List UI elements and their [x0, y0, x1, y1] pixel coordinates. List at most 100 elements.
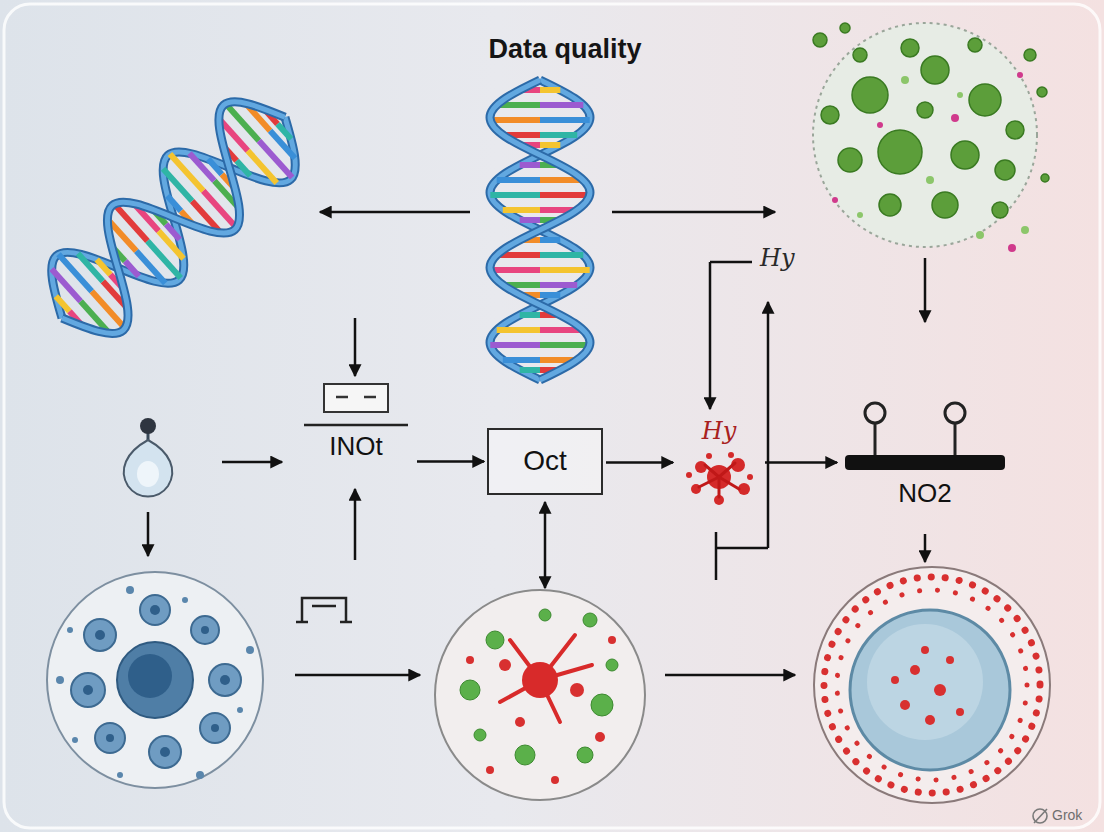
bracket-icon-part — [302, 598, 346, 622]
nucleus-cell-part-part — [934, 684, 946, 696]
green-cell-part-part — [992, 202, 1008, 218]
red-splat-part — [719, 463, 735, 477]
nucleus-cell — [814, 567, 1050, 803]
bulb-icon-part — [140, 418, 156, 434]
green-cell-part-part — [1041, 174, 1049, 182]
infected-cell-part — [466, 636, 616, 784]
nucleus-cell-part-part — [956, 708, 964, 716]
feedback-loop-part — [709, 262, 712, 409]
green-cell-part-part — [813, 33, 827, 47]
bulb-icon-part — [124, 440, 173, 497]
green-cell-part-part — [951, 141, 979, 169]
blue-cell-part-part — [201, 626, 209, 634]
green-cell-part-part — [901, 39, 919, 57]
infected-cell-part-part — [466, 656, 474, 664]
frame-border — [4, 4, 1100, 828]
red-splat — [686, 452, 753, 505]
red-splat-part — [728, 452, 734, 458]
blue-cell — [47, 572, 263, 788]
infected-cell-part-part — [606, 659, 618, 671]
flow-arrows-part — [354, 489, 357, 560]
nucleus-cell-part — [824, 577, 1040, 793]
bar-symbol-node: NO2 — [840, 395, 1010, 530]
infected-cell-part-part — [595, 732, 605, 742]
blue-cell-part-part — [126, 586, 134, 594]
bracket-icon-part — [340, 621, 352, 624]
blue-cell-part-part — [196, 771, 204, 779]
green-cell-part-part — [832, 197, 838, 203]
blue-cell-part-part — [71, 673, 105, 707]
green-cell-part-part — [968, 38, 982, 52]
splat-node: Hy — [676, 415, 762, 510]
green-cell-part-part — [1017, 72, 1023, 78]
infected-cell-part-part — [499, 659, 511, 671]
bracket-icon — [296, 598, 352, 622]
bulb-icon-part — [137, 461, 159, 487]
red-splat-part — [706, 453, 712, 459]
node-label: Hy — [702, 418, 737, 446]
node-label: Oct — [523, 445, 567, 477]
dash-mark — [364, 396, 376, 399]
infected-cell-part-part — [486, 631, 504, 649]
bracket-icon-part — [296, 621, 308, 624]
infected-cell-part-part — [539, 609, 551, 621]
nucleus-cell-part-part — [921, 646, 929, 654]
blue-cell-part — [47, 572, 263, 788]
green-cell-part-part — [821, 106, 839, 124]
lollipop-head — [945, 403, 965, 423]
green-cell-part-part — [901, 76, 909, 84]
flow-arrows-part — [924, 534, 927, 562]
infected-cell-part-part — [591, 694, 613, 716]
nucleus-cell-part — [837, 590, 1027, 780]
red-splat-part — [705, 465, 719, 477]
red-splat-part — [686, 472, 692, 478]
blue-cell-part-part — [220, 675, 230, 685]
nucleus-cell-part — [891, 646, 964, 725]
infected-cell — [435, 590, 645, 800]
watermark-logo-part — [1034, 809, 1047, 823]
infected-cell-part — [460, 609, 618, 765]
infected-cell-part-part — [515, 745, 535, 765]
green-cell-part-part — [838, 148, 862, 172]
process-box: Oct — [487, 428, 603, 495]
node-label: NO2 — [898, 479, 951, 509]
flow-arrow — [765, 461, 837, 464]
flow-arrows-part — [354, 318, 357, 376]
watermark-logo — [1033, 809, 1047, 823]
blue-cell-part-part — [160, 747, 170, 757]
blue-cell-part-part — [84, 619, 116, 651]
green-cell — [813, 23, 1049, 252]
dna-helix — [490, 80, 590, 380]
flow-arrows-part — [924, 258, 927, 322]
red-splat-part — [719, 477, 739, 489]
infected-cell-part-part — [583, 613, 597, 627]
infected-cell-part-part — [608, 636, 616, 644]
flow-arrows-part — [147, 512, 150, 556]
nucleus-cell-part-part — [900, 700, 910, 710]
blue-cell-part-part — [150, 605, 160, 615]
feedback-loop-part — [716, 547, 768, 550]
blue-cell-part — [83, 605, 230, 757]
lollipop-stem — [874, 423, 877, 455]
green-cell-part-part — [878, 130, 922, 174]
infected-cell-part-part — [515, 717, 525, 727]
flow-arrow — [606, 461, 673, 464]
loop-label: Hy — [760, 245, 795, 273]
blue-cell-part — [71, 595, 241, 768]
dash-mark — [336, 396, 348, 399]
flow-arrows-part — [612, 211, 775, 214]
blue-cell-part — [128, 654, 172, 698]
blue-cell-part-part — [191, 616, 219, 644]
green-cell-part-part — [995, 160, 1015, 180]
flow-arrow — [417, 460, 484, 463]
blue-cell-part-part — [140, 595, 170, 625]
bracket-icon-part — [312, 605, 336, 608]
blue-cell-part-part — [200, 713, 230, 743]
feedback-loop-part — [710, 261, 752, 264]
blue-cell-part-part — [211, 724, 219, 732]
watermark: Grok — [1052, 807, 1082, 823]
green-cell-part-part — [957, 92, 963, 98]
dna-helix — [29, 80, 319, 355]
blue-cell-part-part — [83, 685, 93, 695]
